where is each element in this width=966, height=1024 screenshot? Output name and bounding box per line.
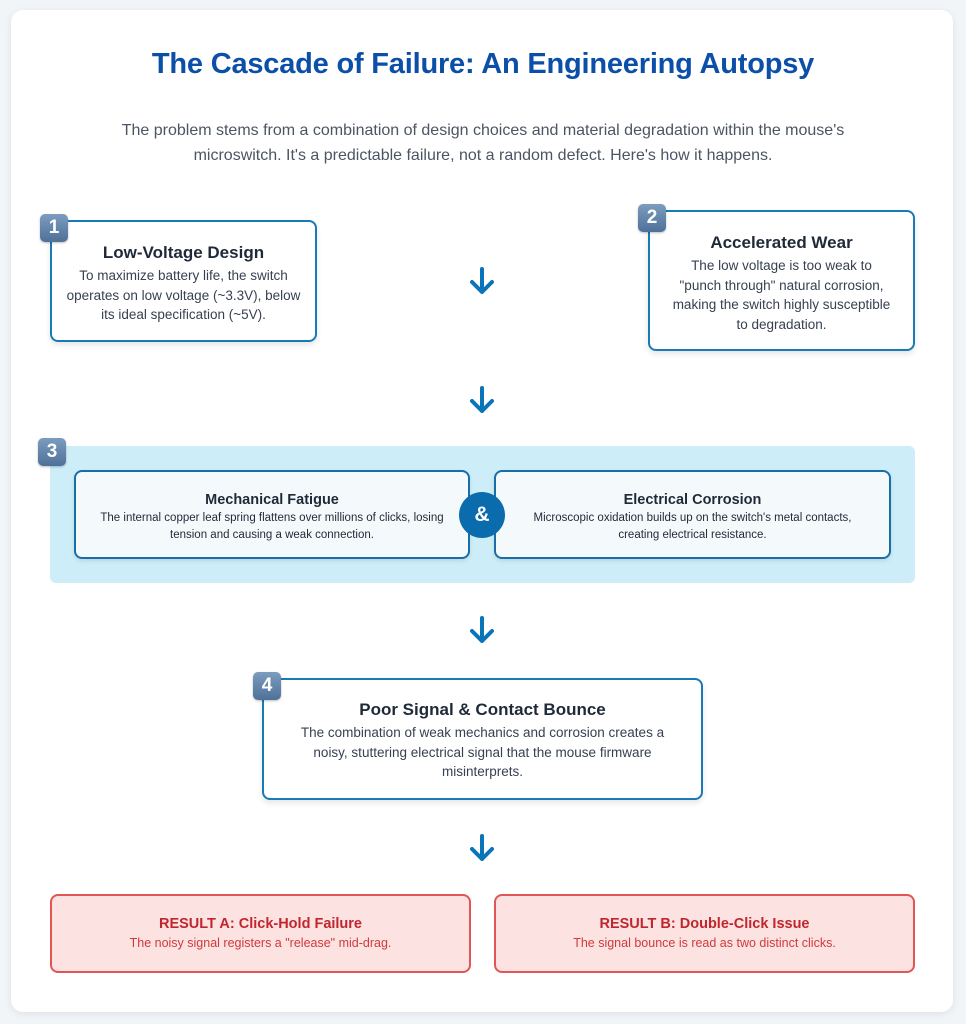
page-title: The Cascade of Failure: An Engineering A… [151, 48, 815, 80]
step-3-badge: 3 [38, 438, 66, 466]
step-2-title: Accelerated Wear [710, 233, 853, 252]
result-a-box: RESULT A: Click-Hold Failure The noisy s… [50, 894, 471, 973]
step-4-text: The combination of weak mechanics and co… [300, 725, 665, 779]
factor-electrical-corrosion: Electrical Corrosion Microscopic oxidati… [494, 470, 891, 559]
step-1-badge: 1 [40, 214, 68, 242]
arrow-down-icon [467, 266, 497, 296]
step-1-title: Low-Voltage Design [102, 243, 265, 262]
step-2-text: The low voltage is too weak to "punch th… [672, 258, 891, 332]
arrow-down-icon [467, 833, 497, 863]
step-1-box: Low-Voltage Design To maximize battery l… [50, 220, 317, 342]
result-b-box: RESULT B: Double-Click Issue The signal … [494, 894, 915, 973]
result-b-text: The signal bounce is read as two distinc… [573, 936, 836, 950]
arrow-down-icon [467, 615, 497, 645]
factor-2-text: Microscopic oxidation builds up on the s… [533, 512, 852, 541]
factor-2-title: Electrical Corrosion [623, 492, 762, 508]
ampersand-connector: & [459, 492, 505, 538]
result-b-title: RESULT B: Double-Click Issue [599, 916, 810, 932]
factor-1-text: The internal copper leaf spring flattens… [100, 512, 444, 541]
result-a-title: RESULT A: Click-Hold Failure [158, 916, 362, 932]
page-subtitle: The problem stems from a combination of … [121, 122, 845, 164]
step-1-text: To maximize battery life, the switch ope… [66, 268, 301, 322]
step-2-badge: 2 [638, 204, 666, 232]
factor-mechanical-fatigue: Mechanical Fatigue The internal copper l… [74, 470, 470, 559]
step-4-title: Poor Signal & Contact Bounce [359, 700, 606, 719]
arrow-down-icon [467, 385, 497, 415]
step-4-badge: 4 [253, 672, 281, 700]
factor-1-title: Mechanical Fatigue [205, 492, 339, 508]
result-a-text: The noisy signal registers a "release" m… [129, 936, 392, 950]
step-4-box: Poor Signal & Contact Bounce The combina… [262, 678, 703, 800]
step-2-box: Accelerated Wear The low voltage is too … [648, 210, 915, 351]
